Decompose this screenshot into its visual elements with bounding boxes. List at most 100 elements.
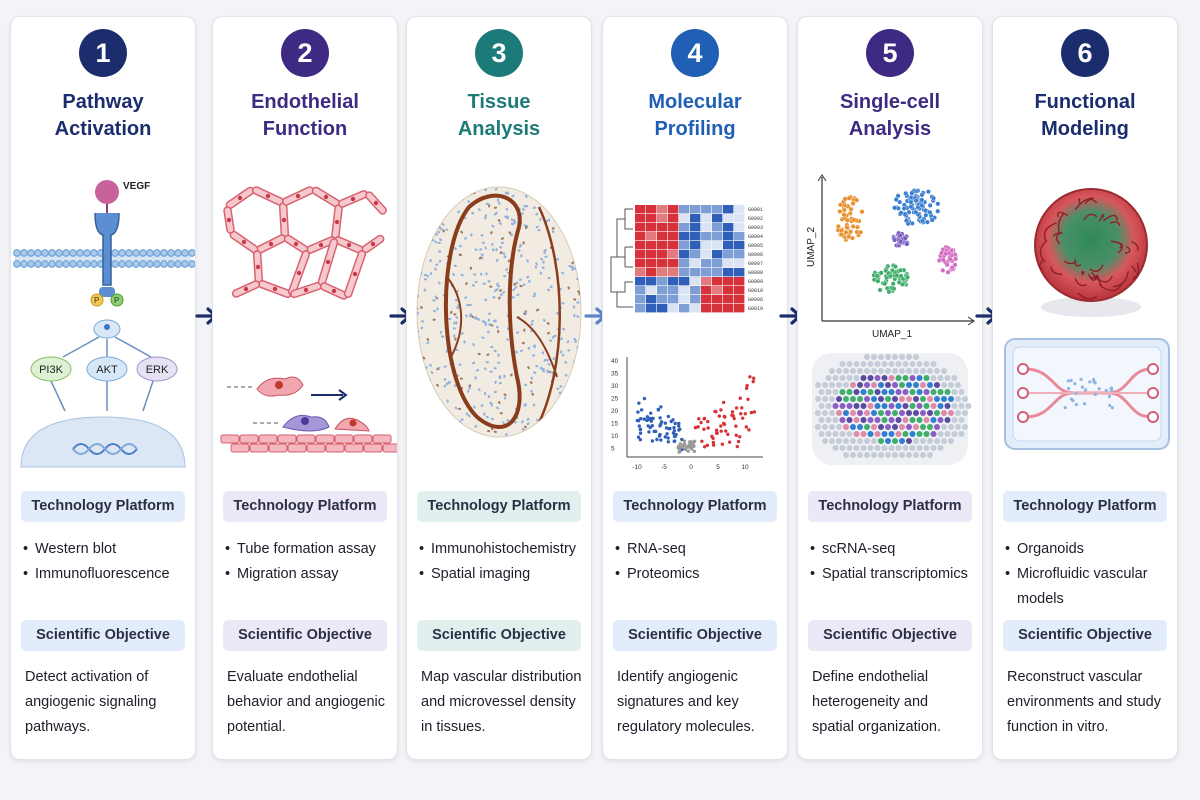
volcano-x-tick: -5 bbox=[661, 464, 667, 471]
technology-platform-header: Technology Platform bbox=[223, 491, 387, 522]
technology-item: scRNA-seq bbox=[810, 537, 976, 562]
volcano-y-tick: 35 bbox=[611, 371, 619, 378]
objective-description: Detect activation of angiogenic signalin… bbox=[25, 669, 157, 735]
gene-label: G0010 bbox=[748, 288, 763, 294]
gene-label: G0008 bbox=[748, 270, 763, 276]
volcano-plot bbox=[626, 357, 763, 458]
pi3k-node bbox=[30, 356, 72, 382]
step-title: Pathway Activation bbox=[54, 91, 152, 140]
technology-item: Proteomics bbox=[615, 562, 781, 587]
technology-item: Immunofluorescence bbox=[23, 562, 189, 587]
volcano-x-tick: 5 bbox=[716, 464, 720, 471]
svg-text:PI3K: PI3K bbox=[39, 364, 64, 376]
technology-list: Immunohistochemistry Spatial imaging bbox=[419, 537, 585, 587]
svg-text:P: P bbox=[114, 296, 119, 305]
technology-item: RNA-seq bbox=[615, 537, 781, 562]
volcano-x-tick: -10 bbox=[632, 464, 642, 471]
technology-item: Tube formation assay bbox=[225, 537, 391, 562]
objective-description: Map vascular distribution and microvesse… bbox=[421, 669, 582, 735]
volcano-y-tick: 25 bbox=[611, 396, 619, 403]
scientific-objective-header: Scientific Objective bbox=[223, 620, 387, 651]
gene-label: G0001 bbox=[748, 207, 763, 213]
technology-platform-header: Technology Platform bbox=[808, 491, 972, 522]
umap-plot: UMAP_2 UMAP_1 bbox=[806, 174, 975, 340]
objective-description: Identify angiogenic signatures and key r… bbox=[617, 669, 755, 735]
scientific-objective-header: Scientific Objective bbox=[21, 620, 185, 651]
tissue-section-illustration bbox=[407, 167, 591, 477]
functional-modeling-illustration bbox=[993, 167, 1177, 477]
gene-label: G0006 bbox=[748, 252, 763, 258]
step-number-badge: 5 bbox=[866, 29, 914, 77]
svg-text:ERK: ERK bbox=[146, 364, 169, 376]
technology-item: Migration assay bbox=[225, 562, 391, 587]
technology-list: Tube formation assay Migration assay bbox=[225, 537, 391, 587]
technology-list: scRNA-seq Spatial transcriptomics bbox=[810, 537, 976, 587]
nucleus-icon bbox=[20, 416, 186, 468]
receptor-icon bbox=[94, 212, 120, 286]
step-card-1: 1 Pathway Activation VEGF P P bbox=[10, 16, 196, 760]
volcano-y-tick: 10 bbox=[611, 433, 619, 440]
endothelial-monolayer bbox=[220, 434, 397, 453]
gene-label: G0007 bbox=[748, 261, 763, 267]
volcano-y-tick: 15 bbox=[611, 421, 619, 428]
gene-label: G0010 bbox=[748, 306, 763, 312]
step-card-2: 2 Endothelial Function Technology Platfo… bbox=[212, 16, 398, 760]
scientific-objective-header: Scientific Objective bbox=[1003, 620, 1167, 651]
scientific-objective-header: Scientific Objective bbox=[417, 620, 581, 651]
technology-list: Organoids Microfluidic vascular models bbox=[1005, 537, 1171, 612]
gene-label: G0003 bbox=[748, 225, 763, 231]
vegf-ligand-icon bbox=[95, 180, 119, 204]
receptor-signaling-illustration: VEGF P P PI3K AKT bbox=[11, 167, 195, 477]
volcano-y-tick: 20 bbox=[611, 408, 619, 415]
step-title: Molecular Profiling bbox=[648, 91, 742, 140]
svg-text:P: P bbox=[94, 296, 99, 305]
organoid-icon bbox=[1034, 188, 1148, 302]
step-title: Single-cell Analysis bbox=[839, 91, 941, 140]
dendrogram bbox=[610, 208, 633, 308]
step-card-3: 3 Tissue Analysis Technology Platform Im… bbox=[406, 16, 592, 760]
umap-x-label: UMAP_1 bbox=[872, 329, 912, 340]
umap-y-label: UMAP_2 bbox=[806, 227, 817, 267]
technology-item: Western blot bbox=[23, 537, 189, 562]
gene-label: G0009 bbox=[748, 279, 763, 285]
svg-text:AKT: AKT bbox=[96, 364, 118, 376]
volcano-x-tick: 10 bbox=[741, 464, 749, 471]
gene-label: G0004 bbox=[748, 234, 763, 240]
objective-description: Define endothelial heterogeneity and spa… bbox=[812, 669, 941, 735]
technology-platform-header: Technology Platform bbox=[21, 491, 185, 522]
technology-item: Organoids bbox=[1005, 537, 1171, 562]
step-card-6: 6 Functional Modeling bbox=[992, 16, 1178, 760]
technology-platform-header: Technology Platform bbox=[613, 491, 777, 522]
step-number-badge: 4 bbox=[671, 29, 719, 77]
step-card-5: 5 Single-cell Analysis UMAP_2 UMAP_1 Tec… bbox=[797, 16, 983, 760]
step-title: Functional Modeling bbox=[1034, 91, 1136, 140]
scientific-objective-header: Scientific Objective bbox=[808, 620, 972, 651]
step-number-badge: 3 bbox=[475, 29, 523, 77]
technology-item: Spatial imaging bbox=[419, 562, 585, 587]
step-number-badge: 1 bbox=[79, 29, 127, 77]
tube-network bbox=[223, 186, 387, 300]
akt-node bbox=[86, 356, 128, 382]
technology-platform-header: Technology Platform bbox=[1003, 491, 1167, 522]
step-title: Endothelial Function bbox=[251, 91, 359, 140]
technology-item: Immunohistochemistry bbox=[419, 537, 585, 562]
gene-label: G0005 bbox=[748, 243, 763, 249]
step-number-badge: 2 bbox=[281, 29, 329, 77]
heatmap bbox=[635, 205, 745, 313]
volcano-y-tick: 5 bbox=[611, 446, 615, 453]
volcano-y-tick: 40 bbox=[611, 358, 619, 365]
technology-list: Western blot Immunofluorescence bbox=[23, 537, 189, 587]
step-title: Tissue Analysis bbox=[457, 91, 541, 140]
volcano-x-tick: 0 bbox=[689, 464, 693, 471]
gene-label: G0002 bbox=[748, 216, 763, 222]
gene-label: G0006 bbox=[748, 297, 763, 303]
step-number-badge: 6 bbox=[1061, 29, 1109, 77]
vegf-label: VEGF bbox=[123, 181, 150, 192]
technology-list: RNA-seq Proteomics bbox=[615, 537, 781, 587]
objective-description: Reconstruct vascular environments and st… bbox=[1007, 669, 1161, 735]
scientific-objective-header: Scientific Objective bbox=[613, 620, 777, 651]
technology-item: Microfluidic vascular models bbox=[1005, 562, 1171, 612]
objective-description: Evaluate endothelial behavior and angiog… bbox=[227, 669, 386, 735]
